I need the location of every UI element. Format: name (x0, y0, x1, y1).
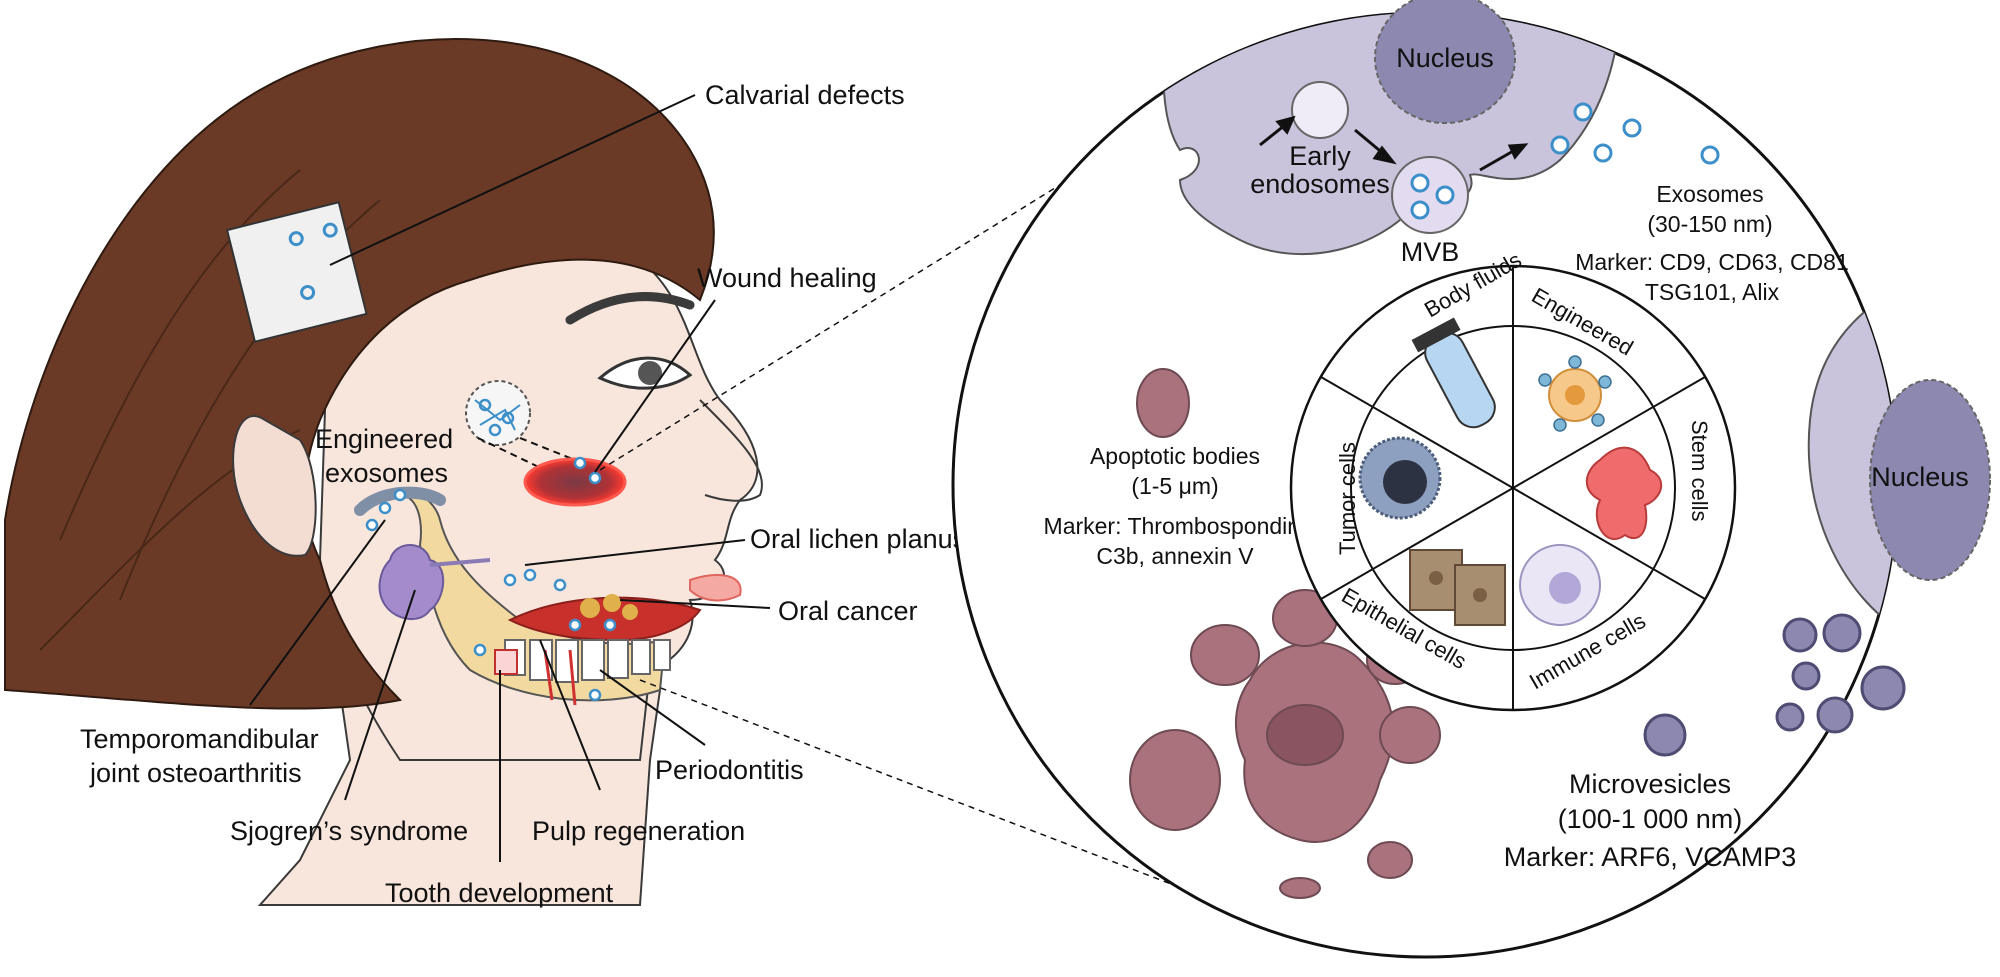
apoptotic-title: Apoptotic bodies (1090, 443, 1260, 469)
mvb (1391, 156, 1469, 234)
label-tmj-line2: joint osteoarthritis (89, 758, 302, 788)
head-leader-lines (249, 94, 771, 862)
wheel-label-stem-cells: Stem cells (1687, 420, 1712, 521)
early-endosome (1291, 81, 1349, 139)
oral-cancer-region (507, 596, 702, 642)
hair (4, 38, 715, 710)
apoptotic-marker-1: Marker: Thrombospondin, (1044, 513, 1307, 539)
wheel-label-tumor-cells: Tumor cells (1335, 442, 1360, 555)
early-endosomes-line1: Early (1289, 141, 1351, 171)
exosome-source-wheel: Body fluids Engineered Stem cells Immune… (1289, 247, 1737, 712)
epithelial-cell-icon (1409, 549, 1506, 626)
exosomes-marker-1: Marker: CD9, CD63, CD81 (1575, 249, 1849, 275)
label-oral-lichen-planus: Oral lichen planus (750, 524, 966, 554)
microvesicles (1643, 613, 1906, 757)
pathway-arrows (1259, 115, 1529, 172)
engineered-exosome-inset (465, 380, 576, 471)
microvesicles-marker: Marker: ARF6, VCAMP3 (1504, 842, 1797, 872)
salivary-gland (378, 544, 445, 620)
label-sjogren: Sjogren’s syndrome (230, 816, 468, 846)
nucleus-right (1869, 379, 1991, 581)
jaw-exosomes (365, 488, 617, 702)
label-pulp-regeneration: Pulp regeneration (532, 816, 745, 846)
label-wound-healing: Wound healing (697, 263, 877, 293)
nucleus-top-label: Nucleus (1396, 43, 1494, 73)
apoptotic-marker-2: C3b, annexin V (1096, 543, 1254, 569)
tumor-cell-icon (1358, 436, 1442, 520)
nucleus-top (1374, 0, 1516, 124)
early-endosomes-line2: endosomes (1250, 169, 1390, 199)
microvesicles-title: Microvesicles (1569, 769, 1731, 799)
eyebrow (565, 292, 695, 325)
label-calvarial-defects: Calvarial defects (705, 80, 905, 110)
teeth (504, 639, 671, 683)
microvesicles-size: (100-1 000 nm) (1558, 804, 1743, 834)
gland-duct (429, 558, 491, 567)
head-illustration (4, 38, 763, 906)
immune-cell-icon (1519, 544, 1601, 626)
zoom-line-top (599, 94, 1206, 471)
apoptotic-size: (1-5 μm) (1131, 473, 1218, 499)
exosomes-title: Exosomes (1656, 181, 1763, 207)
label-engineered-line1: Engineered (315, 424, 453, 454)
apoptotic-body-small (1136, 368, 1190, 438)
exosomes-size: (30-150 nm) (1647, 211, 1772, 237)
zoom-line-bottom (639, 679, 1271, 923)
iris (638, 361, 662, 385)
label-oral-cancer: Oral cancer (778, 596, 918, 626)
label-engineered-line2: exosomes (325, 458, 448, 488)
lips (689, 574, 742, 602)
pulp-canals (543, 649, 577, 706)
exosomes-marker-2: TSG101, Alix (1645, 279, 1780, 305)
released-exosomes (1550, 102, 1720, 165)
stem-cell-icon (1585, 446, 1663, 540)
nucleus-right-label: Nucleus (1871, 462, 1969, 492)
mvb-label: MVB (1401, 237, 1460, 267)
label-periodontitis: Periodontitis (655, 755, 804, 785)
tooth-germ (494, 649, 518, 675)
nose (699, 399, 763, 502)
calvarial-scaffold (225, 201, 368, 343)
label-tooth-development: Tooth development (385, 878, 614, 908)
ear (232, 415, 317, 557)
magnified-circle: Nucleus Nucleus Early endosomes MVB Exos… (951, 0, 1991, 959)
test-tube-icon (1411, 317, 1496, 429)
engineered-cell-icon (1538, 355, 1612, 432)
wound-lesion (523, 457, 627, 507)
label-tmj-line1: Temporomandibular (80, 724, 319, 754)
